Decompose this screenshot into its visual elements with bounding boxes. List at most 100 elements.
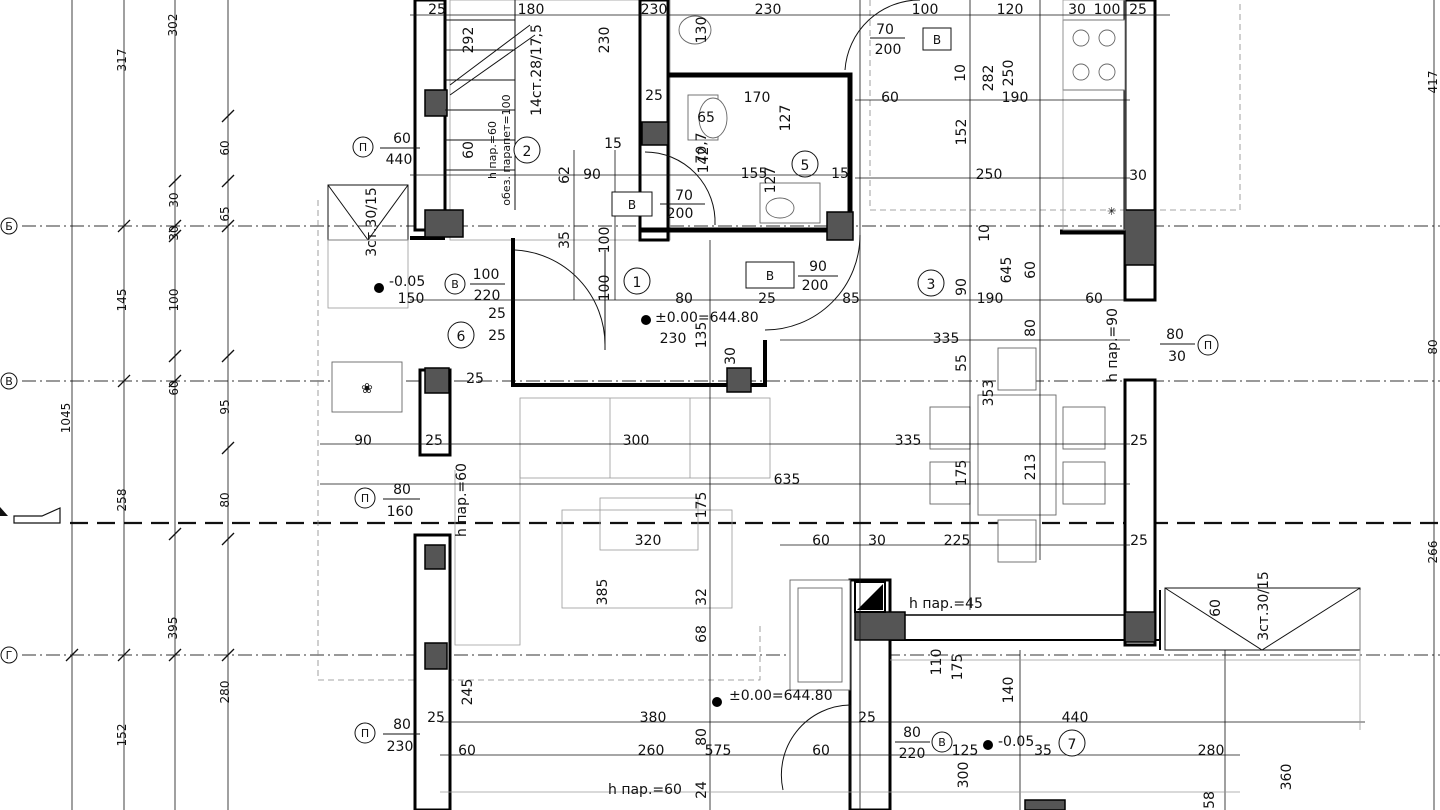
dim-left-317: 317 <box>115 49 129 72</box>
room-number-2: 2 <box>523 144 532 160</box>
entrance-steps-left: 3ст.30/15 <box>327 184 409 309</box>
door-height: 200 <box>667 206 694 222</box>
interior-dimension-71: 32 <box>694 588 710 606</box>
interior-dimension-30: 65 <box>697 110 715 126</box>
interior-dimension-22: 15 <box>604 136 622 152</box>
axis-label-v: В <box>5 375 13 388</box>
window-tag-3: П 80 160 <box>354 482 420 520</box>
interior-dimension-60: 635 <box>774 472 801 488</box>
interior-dimension-19: 60 <box>461 141 477 159</box>
room-tag-5 <box>791 150 819 178</box>
kitchen: ✳ <box>1062 0 1126 231</box>
plant-icon: ❀ <box>361 381 373 397</box>
door-letter: В <box>451 278 459 291</box>
hood-symbol: ✳ <box>1107 205 1116 218</box>
door-height: 200 <box>875 42 902 58</box>
stair-guard-note: обез. парапет=100 <box>500 94 513 205</box>
interior-dimension-54: 353 <box>981 380 997 407</box>
interior-dimension-13: 60 <box>881 90 899 106</box>
dim-left2-h: 280 <box>218 681 232 704</box>
interior-dimension-62: 213 <box>1023 454 1039 481</box>
axis-bubble-g: Г <box>0 646 18 664</box>
door-tag-2: В 70 200 <box>611 188 705 222</box>
interior-dimension-57: 25 <box>425 433 443 449</box>
interior-dimension-82: 25 <box>858 710 876 726</box>
interior-dimension-64: 25 <box>1130 433 1148 449</box>
axis-label-g: Г <box>6 649 13 662</box>
sill-note-90: h пар.=90 <box>1105 308 1121 382</box>
interior-dimension-81: 25 <box>427 710 445 726</box>
interior-dimension-66: 385 <box>595 579 611 606</box>
axis-bubble-b: Б <box>0 217 18 235</box>
interior-dimension-31: 127 <box>778 105 794 132</box>
interior-dimension-77: 110 <box>929 649 945 676</box>
interior-dimension-23: 142 <box>696 147 712 174</box>
dim-left3-b: 100 <box>167 289 181 312</box>
interior-dimension-3: 25 <box>645 88 663 104</box>
interior-dimension-90: 360 <box>1279 764 1295 791</box>
dim-left2-c: 30 <box>167 192 181 207</box>
door-height: 220 <box>474 288 501 304</box>
window-letter: П <box>361 727 369 740</box>
overhang-outline <box>317 0 1241 681</box>
interior-dimension-92: 24 <box>694 781 710 799</box>
section-arrow-icon <box>13 507 61 524</box>
dim-right-417: 417 <box>1426 71 1440 94</box>
door-letter: В <box>938 736 946 749</box>
interior-dimension-10: 292 <box>461 27 477 54</box>
elevation-terrace-b: -0.05 <box>998 734 1034 750</box>
interior-dimension-67: 60 <box>812 533 830 549</box>
window-width: 80 <box>393 482 411 498</box>
door-width: 90 <box>809 259 827 275</box>
door-tag-4: В 100 220 <box>444 267 505 304</box>
interior-dimension-18: 10 <box>953 64 969 82</box>
dim-right-80: 80 <box>1426 339 1440 354</box>
window-width: 80 <box>1166 327 1184 343</box>
interior-dimension-59: 335 <box>895 433 922 449</box>
dim-left-302: 302 <box>166 14 180 37</box>
interior-dimension-78: 175 <box>950 654 966 681</box>
dim-left2-f: 95 <box>218 399 232 414</box>
steps-left-note: 3ст.30/15 <box>364 187 380 257</box>
interior-dimension-8: 100 <box>1094 2 1121 18</box>
interior-dimension-11: 230 <box>597 27 613 54</box>
interior-dimension-79: 140 <box>1001 677 1017 704</box>
interior-dimension-70: 25 <box>1130 533 1148 549</box>
elevation-markers: ±0.00=644.80 ±0.00=644.80 -0.05 -0.05 <box>374 274 1034 750</box>
sill-note-60b: h пар.=60 <box>608 782 682 798</box>
interior-dimension-87: 125 <box>952 743 979 759</box>
room-number-6: 6 <box>457 329 466 345</box>
dim-right-266: 266 <box>1426 541 1440 564</box>
room-number-1: 1 <box>633 275 642 291</box>
door-height: 220 <box>899 746 926 762</box>
interior-dimension-46: 25 <box>488 306 506 322</box>
interior-dimension-83: 60 <box>458 743 476 759</box>
dim-left2-a: 60 <box>218 140 232 155</box>
grid-axes <box>22 225 1440 656</box>
interior-dimension-40: 80 <box>675 291 693 307</box>
sill-note-60: h пар.=60 <box>454 463 470 537</box>
columns <box>424 89 1156 810</box>
interior-dimension-14: 170 <box>744 90 771 106</box>
interior-dimension-17: 282 <box>981 65 997 92</box>
interior-dimension-63: 175 <box>954 460 970 487</box>
window-height: 160 <box>387 504 414 520</box>
interior-dimension-27: 152 <box>954 119 970 146</box>
room-number-3: 3 <box>927 277 936 293</box>
room-number-7: 7 <box>1068 737 1077 753</box>
interior-dimension-91: 300 <box>956 762 972 789</box>
interior-dimension-42: 85 <box>842 291 860 307</box>
elevation-main-b: ±0.00=644.80 <box>729 688 833 704</box>
interior-dimension-12: 130 <box>694 17 710 44</box>
interior-dimension-21: 90 <box>583 167 601 183</box>
interior-dimension-53: 55 <box>954 354 970 372</box>
interior-dimension-47: 25 <box>488 328 506 344</box>
interior-dimension-7: 30 <box>1068 2 1086 18</box>
interior-dimension-74: 245 <box>460 679 476 706</box>
interior-dimension-56: 90 <box>354 433 372 449</box>
dim-left-258: 258 <box>115 489 129 512</box>
elevation-terrace-a: -0.05 <box>389 274 425 290</box>
interior-dimension-2: 230 <box>641 2 668 18</box>
sill-note-45: h пар.=45 <box>909 596 983 612</box>
interior-dimension-51: 335 <box>933 331 960 347</box>
